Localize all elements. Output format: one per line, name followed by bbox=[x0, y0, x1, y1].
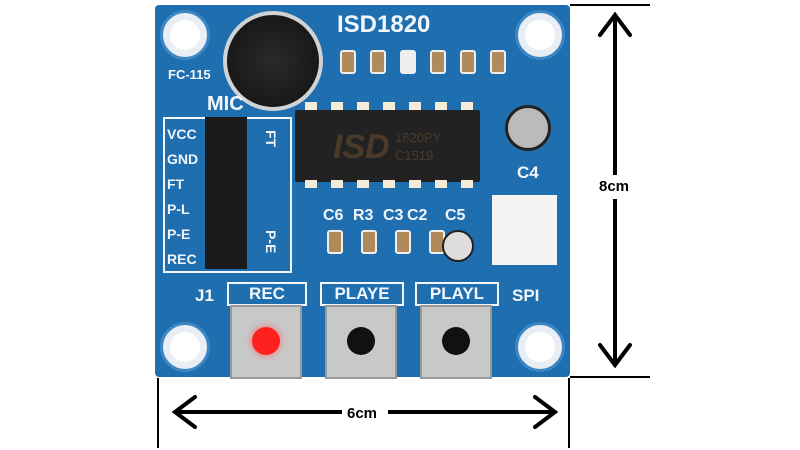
pin-header-j1 bbox=[205, 117, 247, 269]
label-spi: SPI bbox=[512, 286, 540, 305]
chip-brand: ISD bbox=[333, 128, 390, 166]
pin-labels: VCC GND FT P-L P-E REC bbox=[167, 122, 198, 272]
jumper-label-ft: FT bbox=[263, 130, 279, 148]
mounting-hole bbox=[518, 325, 562, 369]
pin-label: P-E bbox=[167, 226, 191, 242]
rec-button[interactable] bbox=[230, 305, 302, 379]
playl-button[interactable] bbox=[420, 305, 492, 379]
capacitor-c5 bbox=[442, 230, 474, 262]
extension-line bbox=[570, 4, 650, 6]
label-c2: C2 bbox=[407, 207, 428, 224]
isd-chip: ISD 1820PY C1519 bbox=[295, 110, 480, 182]
speaker-connector bbox=[492, 195, 557, 265]
pin-label: VCC bbox=[167, 126, 197, 142]
chip-pins-top bbox=[305, 102, 473, 110]
label-c3: C3 bbox=[383, 207, 404, 224]
smd-row bbox=[340, 50, 506, 74]
capacitor-c4 bbox=[505, 105, 551, 151]
smd-row-bottom bbox=[327, 230, 445, 254]
label-r3: R3 bbox=[353, 207, 374, 224]
mounting-hole bbox=[163, 325, 207, 369]
pin-label: GND bbox=[167, 151, 199, 167]
label-c6: C6 bbox=[323, 207, 344, 224]
mounting-hole bbox=[518, 13, 562, 57]
chip-pins-bottom bbox=[305, 180, 473, 188]
pin-label: FT bbox=[167, 176, 185, 192]
chip-line1: 1820PY bbox=[395, 130, 442, 145]
label-c5: C5 bbox=[445, 207, 466, 224]
isd1820-board: ISD1820 FC-115 MIC VCC GND FT P-L P-E RE… bbox=[155, 5, 570, 379]
microphone bbox=[223, 11, 323, 111]
rec-led bbox=[252, 327, 280, 355]
model-label: FC-115 bbox=[168, 67, 211, 82]
label-j1: J1 bbox=[195, 286, 214, 305]
height-dimension: 8cm bbox=[599, 178, 630, 195]
pin-label: REC bbox=[167, 251, 197, 267]
mic-label: MIC bbox=[207, 93, 244, 115]
extension-line bbox=[568, 378, 570, 448]
label-c4: C4 bbox=[517, 163, 539, 182]
extension-line bbox=[570, 376, 650, 378]
board-title: ISD1820 bbox=[337, 11, 431, 38]
playe-button[interactable] bbox=[325, 305, 397, 379]
pin-label: P-L bbox=[167, 201, 190, 217]
width-dimension: 6cm bbox=[347, 405, 378, 422]
mounting-hole bbox=[163, 13, 207, 57]
jumper-label-pe: P-E bbox=[263, 230, 279, 254]
extension-line bbox=[157, 378, 159, 448]
chip-line2: C1519 bbox=[395, 148, 434, 163]
